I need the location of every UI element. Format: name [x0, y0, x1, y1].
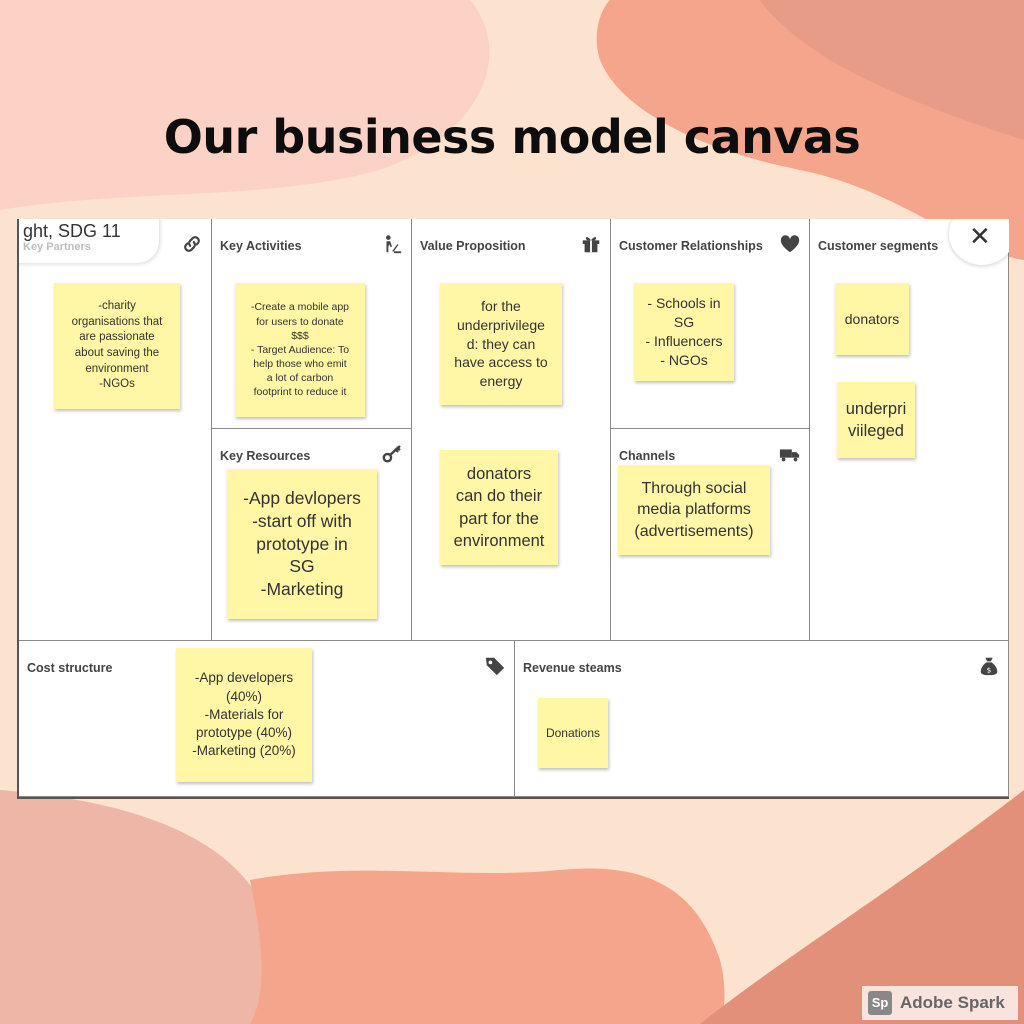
sticky-note-value-1[interactable]: for the underprivilege d: they can have … — [440, 283, 562, 405]
adobe-spark-watermark: Sp Adobe Spark — [862, 986, 1018, 1020]
key-activities-title: Key Activities — [220, 239, 302, 253]
customer-relationships-section[interactable]: Customer Relationships - Schools in SG -… — [611, 219, 810, 429]
heart-icon — [780, 235, 800, 253]
customer-relationships-title: Customer Relationships — [619, 239, 763, 253]
sticky-note-partners[interactable]: -charity organisations that are passiona… — [54, 283, 180, 409]
key-activities-section[interactable]: Key Activities -Create a mobile app for … — [212, 219, 412, 429]
close-icon: ✕ — [969, 221, 991, 251]
customer-segments-section[interactable]: Customer segments donators underpri viil… — [810, 219, 1009, 641]
channels-title: Channels — [619, 449, 676, 463]
truck-icon — [779, 449, 800, 462]
worker-icon — [386, 235, 402, 254]
adobe-spark-text: Adobe Spark — [900, 993, 1005, 1012]
key-partners-title: Key Partners — [23, 241, 91, 253]
sticky-note-cost[interactable]: -App developers (40%) -Materials for pro… — [176, 648, 312, 782]
cost-structure-title: Cost structure — [27, 661, 113, 675]
value-proposition-section[interactable]: Value Proposition for the underprivilege… — [412, 219, 611, 641]
sticky-note-resources[interactable]: -App devlopers -start off with prototype… — [227, 469, 377, 619]
close-button[interactable]: ✕ — [949, 219, 1009, 265]
gift-icon — [582, 237, 600, 253]
sticky-note-relationships[interactable]: - Schools in SG - Influencers - NGOs — [634, 283, 734, 381]
sticky-note-activities[interactable]: -Create a mobile app for users to donate… — [235, 283, 365, 417]
revenue-streams-title: Revenue steams — [523, 661, 622, 675]
key-partners-section[interactable]: -charity organisations that are passiona… — [19, 219, 212, 641]
sticky-note-value-2[interactable]: donators can do their part for the envir… — [440, 450, 558, 565]
board-title-tab[interactable]: ght, SDG 11 Key Partners — [19, 219, 159, 263]
sticky-note-segments-2[interactable]: underpri viileged — [837, 382, 915, 458]
key-resources-title: Key Resources — [220, 449, 311, 463]
svg-text:$: $ — [987, 665, 992, 674]
key-icon — [382, 445, 401, 463]
value-proposition-title: Value Proposition — [420, 239, 526, 253]
board-title-text: ght, SDG 11 — [23, 221, 121, 241]
page-title: Our business model canvas — [163, 110, 861, 164]
adobe-spark-logo: Sp — [868, 991, 892, 1015]
business-model-canvas[interactable]: -charity organisations that are passiona… — [17, 219, 1009, 799]
tag-icon — [485, 657, 505, 676]
revenue-streams-section[interactable]: Revenue steams $ Donations — [515, 641, 1009, 797]
channels-section[interactable]: Channels Through social media platforms … — [611, 429, 810, 641]
sticky-note-channels[interactable]: Through social media platforms (advertis… — [618, 465, 770, 555]
sticky-note-segments-1[interactable]: donators — [835, 283, 909, 355]
sticky-note-revenue[interactable]: Donations — [538, 698, 608, 768]
link-icon — [184, 236, 200, 252]
key-resources-section[interactable]: Key Resources -App devlopers -start off … — [212, 429, 412, 641]
money-bag-icon: $ — [980, 657, 998, 676]
cost-structure-section[interactable]: Cost structure -App developers (40%) -Ma… — [19, 641, 515, 797]
customer-segments-title: Customer segments — [818, 239, 939, 253]
